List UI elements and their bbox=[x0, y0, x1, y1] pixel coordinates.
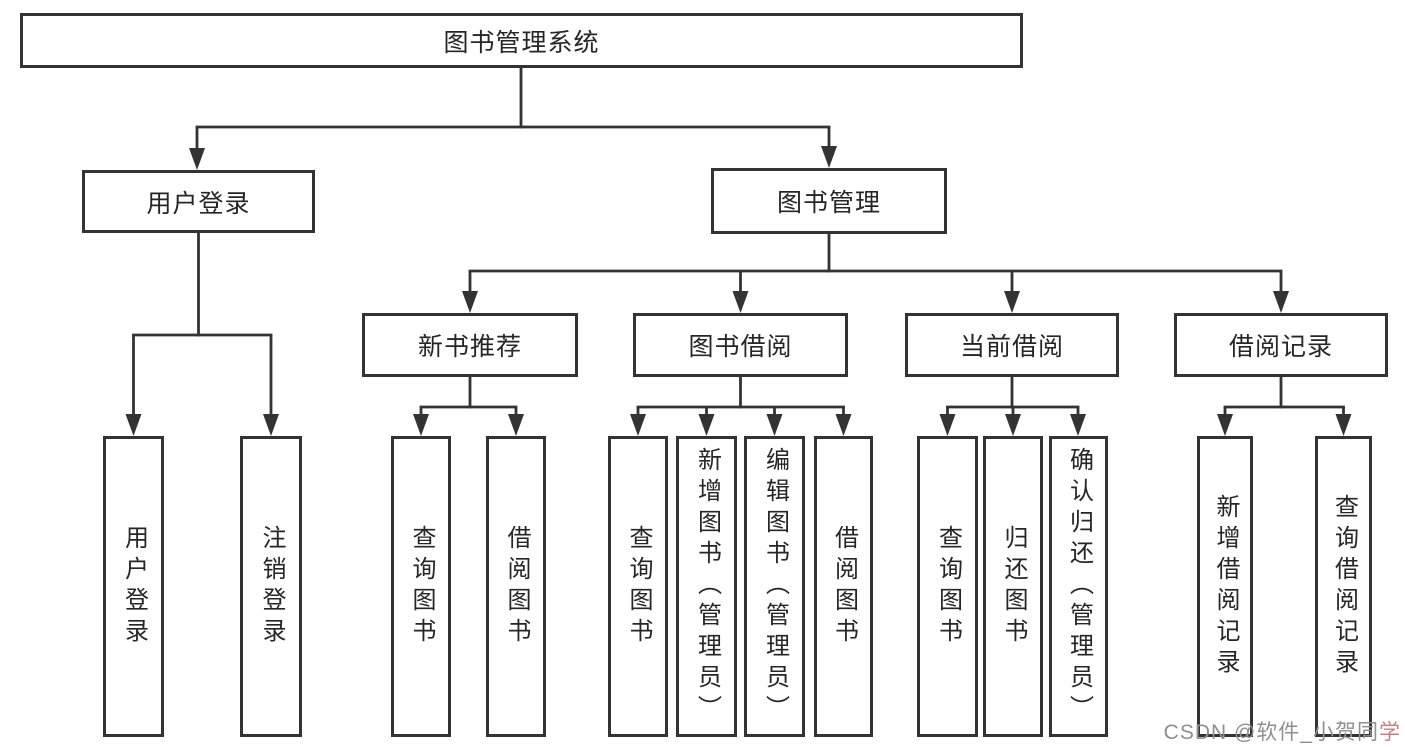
node-book-management: 图书管理 bbox=[711, 168, 947, 234]
leaf-query-books-borrow: 查询图书 bbox=[608, 436, 668, 737]
leaf-borrow-books: 借阅图书 bbox=[814, 436, 873, 737]
leaf-add-book-admin: 新增图书（管理员） bbox=[676, 436, 737, 737]
leaf-borrow-books-recommend: 借阅图书 bbox=[486, 436, 546, 737]
csdn-watermark-accent: 学 bbox=[1379, 721, 1401, 744]
leaf-query-books-current: 查询图书 bbox=[917, 436, 978, 737]
leaf-query-borrow-record: 查询借阅记录 bbox=[1315, 436, 1372, 737]
leaf-logout: 注销登录 bbox=[240, 436, 302, 737]
leaf-user-login: 用户登录 bbox=[103, 436, 164, 737]
node-current-borrow: 当前借阅 bbox=[905, 313, 1119, 377]
node-book-borrow: 图书借阅 bbox=[633, 313, 848, 377]
leaf-edit-book-admin: 编辑图书（管理员） bbox=[744, 436, 805, 737]
leaf-query-books-recommend: 查询图书 bbox=[391, 436, 451, 737]
leaf-return-book: 归还图书 bbox=[983, 436, 1043, 737]
leaf-confirm-return-admin: 确认归还（管理员） bbox=[1049, 436, 1108, 737]
node-root: 图书管理系统 bbox=[20, 13, 1023, 68]
leaf-add-borrow-record: 新增借阅记录 bbox=[1197, 436, 1253, 737]
node-borrow-records: 借阅记录 bbox=[1174, 313, 1388, 377]
csdn-watermark-text: CSDN @软件_小贺同 bbox=[1163, 721, 1379, 744]
node-user-login: 用户登录 bbox=[82, 170, 315, 233]
node-new-book-recommend: 新书推荐 bbox=[362, 313, 578, 377]
csdn-watermark: CSDN @软件_小贺同学 bbox=[1164, 716, 1401, 746]
